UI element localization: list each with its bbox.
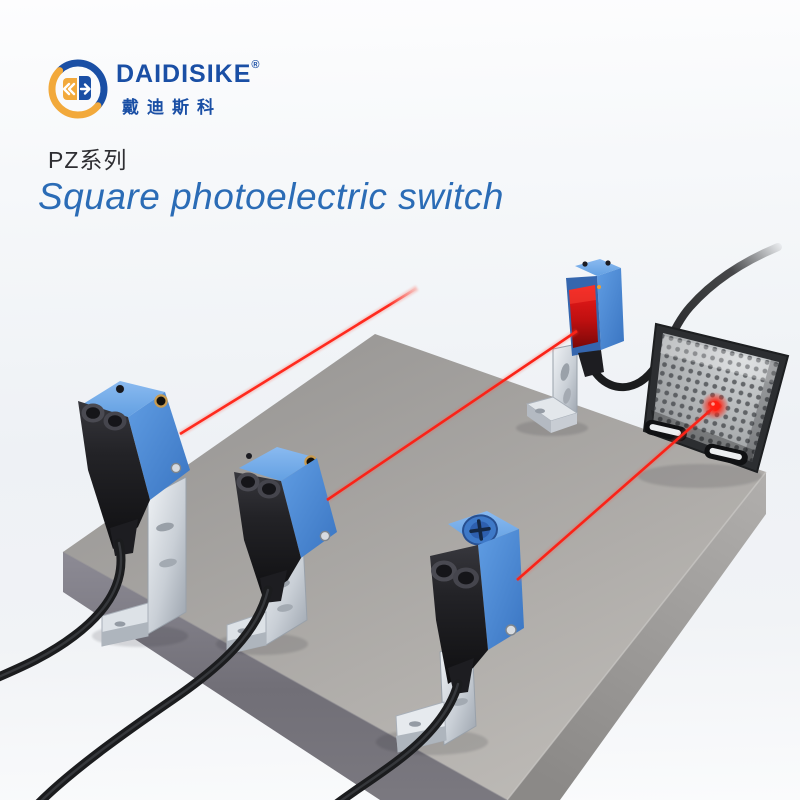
- registered-mark: ®: [251, 59, 260, 71]
- brand-logo: DAIDISIKE® 戴迪斯科: [46, 57, 260, 121]
- cable-gland-3: [578, 350, 604, 377]
- brand-name-cn: 戴迪斯科: [122, 98, 222, 117]
- photoelectric-sensor-red-lens: [525, 243, 782, 433]
- sensor-1-body: [78, 381, 190, 556]
- cables: [0, 538, 463, 800]
- reflector-slot: [704, 443, 748, 466]
- mounting-bracket-1: [101, 476, 187, 647]
- laser-beam-through: [179, 286, 418, 436]
- sensor-1-black-face: [78, 401, 150, 549]
- sensor-3-body: [566, 259, 624, 377]
- reflector-slot: [644, 419, 687, 442]
- photoelectric-sensor-1: [78, 381, 190, 647]
- laser-beam-reflector: [516, 407, 714, 581]
- sensor-2-body: [234, 447, 337, 603]
- brand-logo-icon: [48, 59, 108, 119]
- mounting-bracket-3: [525, 343, 579, 433]
- laser-beam-diffuse: [326, 329, 578, 502]
- product-scene: [0, 243, 790, 800]
- product-title: Square photoelectric switch: [38, 176, 504, 217]
- photoelectric-sensor-2: [226, 447, 337, 655]
- platform-top: [63, 334, 766, 800]
- series-label: PZ系列: [48, 147, 128, 173]
- sensor-2-black-face: [234, 472, 301, 598]
- brand-name: DAIDISIKE®: [116, 59, 260, 88]
- laser-beams: [178, 285, 715, 583]
- sensor-4-body: [430, 511, 524, 694]
